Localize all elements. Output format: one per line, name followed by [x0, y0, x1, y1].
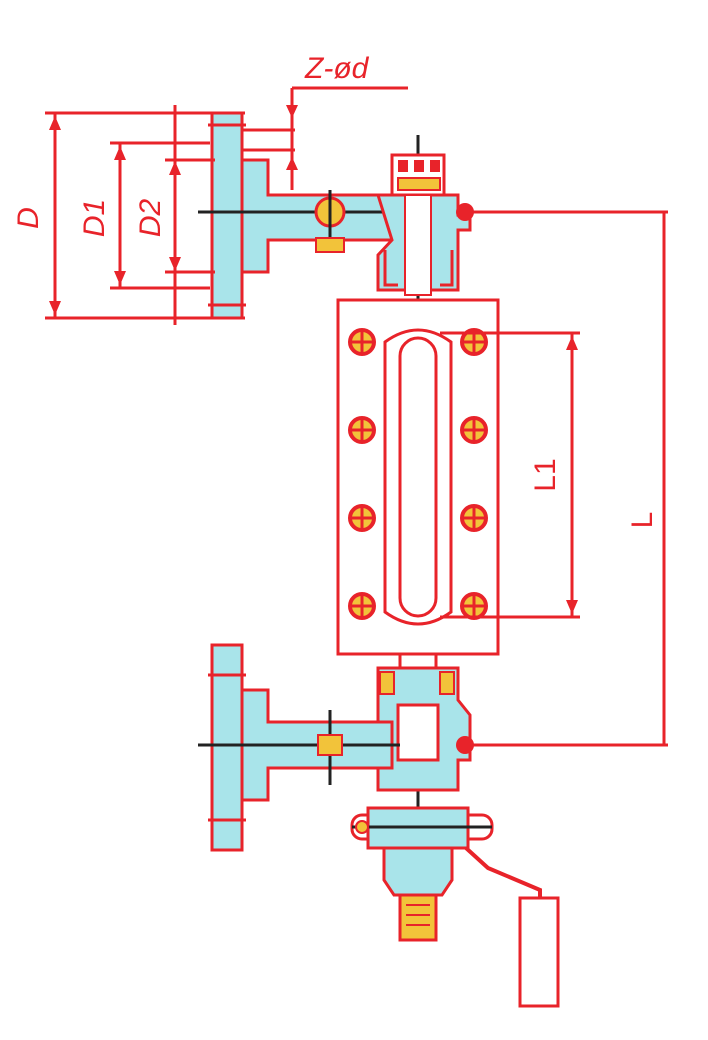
bolt-icon	[348, 328, 376, 356]
bottom-valve-icon	[317, 734, 343, 756]
bolt-icon	[460, 592, 488, 620]
drain-valve	[350, 806, 560, 1008]
top-fitting	[375, 153, 474, 296]
bolt-icon	[460, 416, 488, 444]
visible-length-dimension: L1	[440, 331, 580, 619]
raised-face-diameter-label: D2	[134, 199, 167, 238]
bolt-icon	[348, 504, 376, 532]
leader-arrow-2	[286, 157, 298, 170]
bolt-circle-diameter-label: D1	[78, 199, 111, 237]
leader-arrow-1	[286, 105, 298, 118]
bolt-icon	[460, 504, 488, 532]
bolt-icon	[348, 416, 376, 444]
center-distance-label: L	[626, 512, 659, 529]
bottom-fitting	[376, 652, 474, 792]
drain-handle	[518, 896, 560, 1008]
flange-diameter-dimensions: D D1 D2	[12, 105, 245, 325]
bottom-flange	[198, 643, 400, 852]
bolt-hole-dimension: Z-ød	[286, 52, 408, 190]
visible-length-label: L1	[529, 458, 562, 491]
gauge-body	[336, 298, 500, 656]
center-distance-dimension: L	[470, 210, 668, 747]
bolt-icon	[460, 328, 488, 356]
bolt-icon	[348, 592, 376, 620]
top-flange	[198, 111, 400, 320]
sight-glass	[398, 336, 438, 618]
flange-outer-diameter-label: D	[12, 207, 45, 229]
bolt-hole-spec-label: Z-ød	[304, 52, 370, 85]
